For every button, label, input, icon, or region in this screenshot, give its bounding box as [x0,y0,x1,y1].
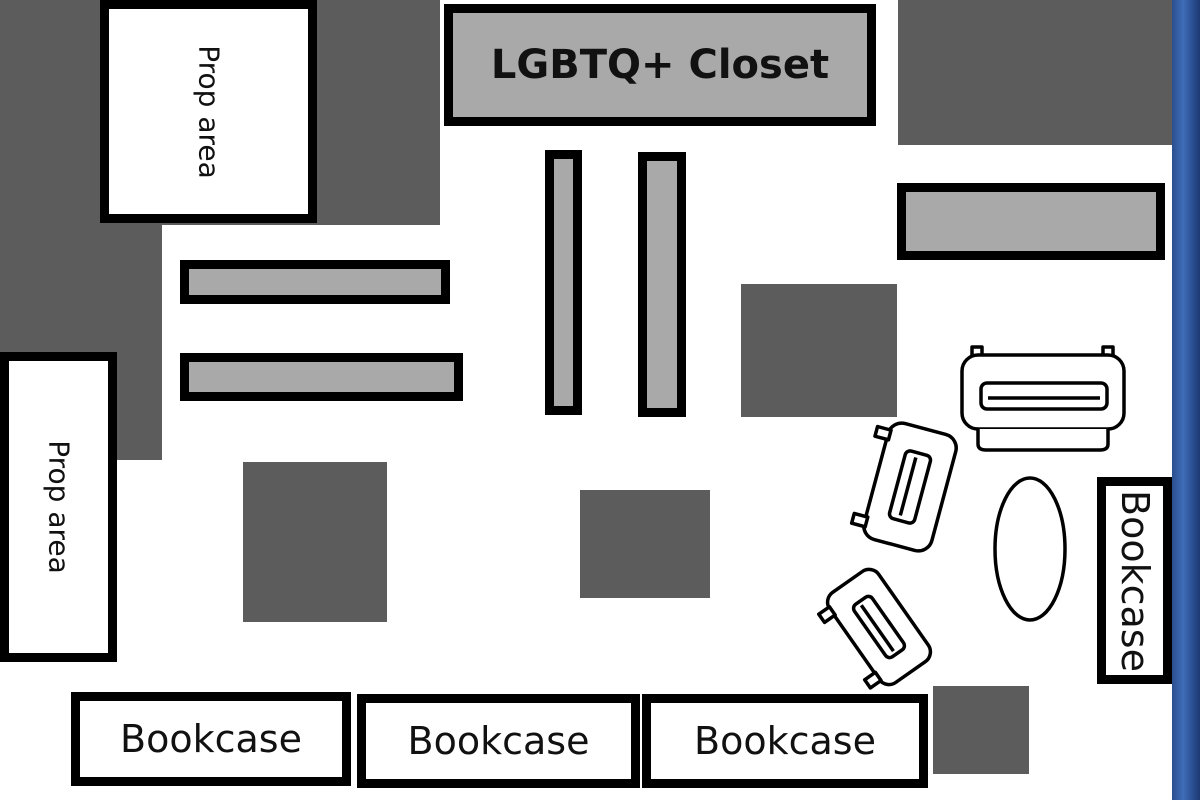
bookcase-right: Bookcase [1097,477,1172,684]
bookcase-bottom-3-label: Bookcase [694,719,876,763]
prop-area-left: Prop area [0,352,117,662]
dark-square-bottom-right [933,686,1029,774]
bookcase-bottom-1: Bookcase [71,692,351,786]
table-horizontal-1 [180,260,450,304]
coffee-table [993,476,1067,622]
table-vertical-1 [545,150,582,415]
couch-icon [960,345,1126,452]
bookcase-bottom-3: Bookcase [642,694,928,788]
closet-label: LGBTQ+ Closet [490,42,830,88]
bookcase-bottom-2-label: Bookcase [407,719,590,763]
table-vertical-2 [638,152,686,417]
prop-area-top: Prop area [100,0,317,223]
armchair-icon [817,567,933,690]
dark-square-lower-center [580,490,710,598]
bookcase-bottom-1-label: Bookcase [120,717,302,761]
bookcase-bottom-2: Bookcase [357,694,640,788]
armchair-icon [849,421,958,553]
dark-square-lower-left [243,462,387,622]
right-edge-strip [1172,0,1200,800]
table-horizontal-right [897,183,1165,260]
lgbtq-closet: LGBTQ+ Closet [444,4,876,126]
dark-square-center-right [741,284,897,417]
dark-block-top-right [898,0,1172,145]
table-horizontal-2 [180,353,463,401]
